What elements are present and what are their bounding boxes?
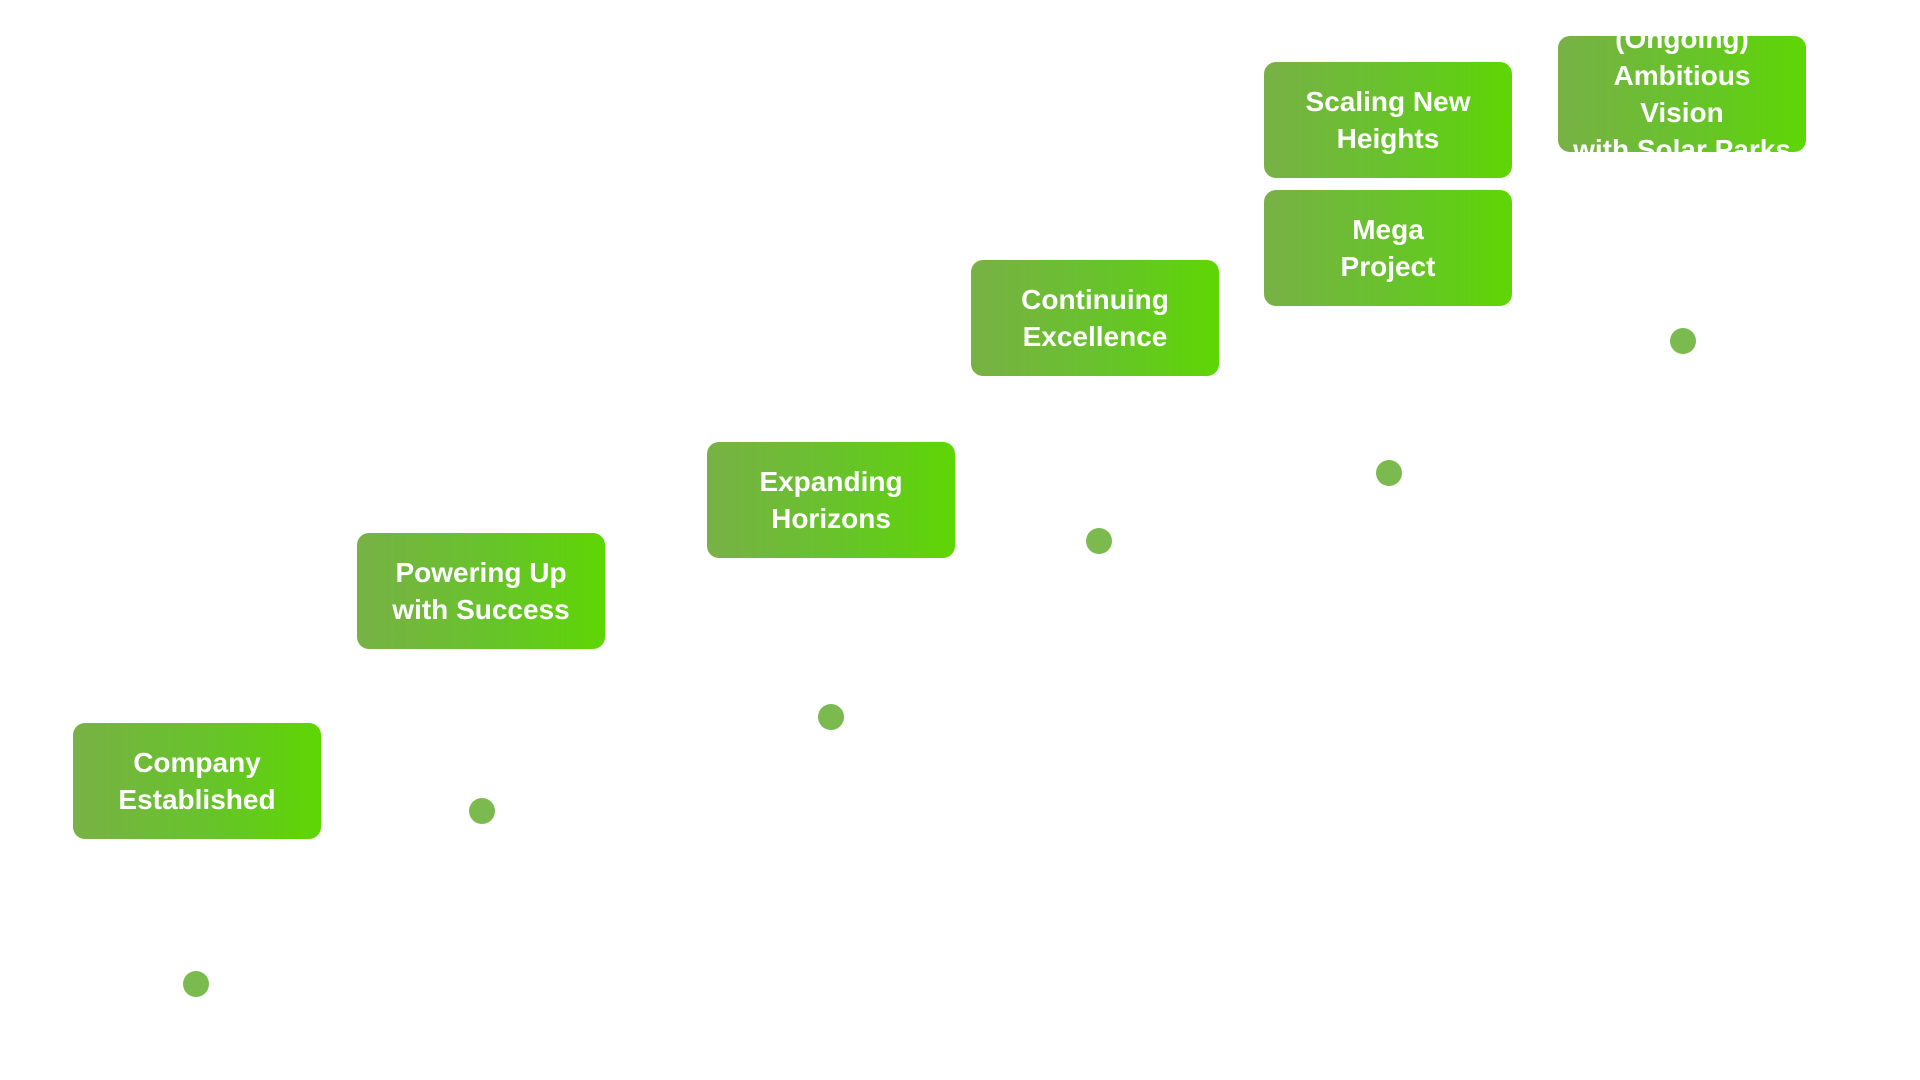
milestone-label: Continuing Excellence — [1021, 284, 1169, 352]
milestone-label: Scaling New Heights — [1305, 86, 1471, 154]
milestone-label: Powering Up with Success — [392, 557, 570, 625]
milestone-mega-project: Mega Project — [1264, 190, 1512, 306]
timeline-dot — [183, 971, 209, 997]
timeline-dot — [1670, 328, 1696, 354]
timeline-dot — [1376, 460, 1402, 486]
timeline-dot — [818, 704, 844, 730]
timeline-dot — [469, 798, 495, 824]
milestone-scaling-new-heights: Scaling New Heights — [1264, 62, 1512, 178]
milestone-expanding-horizons: Expanding Horizons — [707, 442, 955, 558]
milestone-company-established: Company Established — [73, 723, 321, 839]
milestone-powering-up: Powering Up with Success — [357, 533, 605, 649]
milestone-label: Expanding Horizons — [759, 466, 903, 534]
milestone-continuing-excellence: Continuing Excellence — [971, 260, 1219, 376]
timeline-dot — [1086, 528, 1112, 554]
milestone-ambitious-vision: (Ongoing) Ambitious Vision with Solar Pa… — [1558, 23, 1806, 165]
milestone-label: Mega Project — [1340, 214, 1436, 282]
milestone-label: (Ongoing) Ambitious Vision with Solar Pa… — [1573, 23, 1791, 165]
milestone-label: Company Established — [118, 747, 276, 815]
